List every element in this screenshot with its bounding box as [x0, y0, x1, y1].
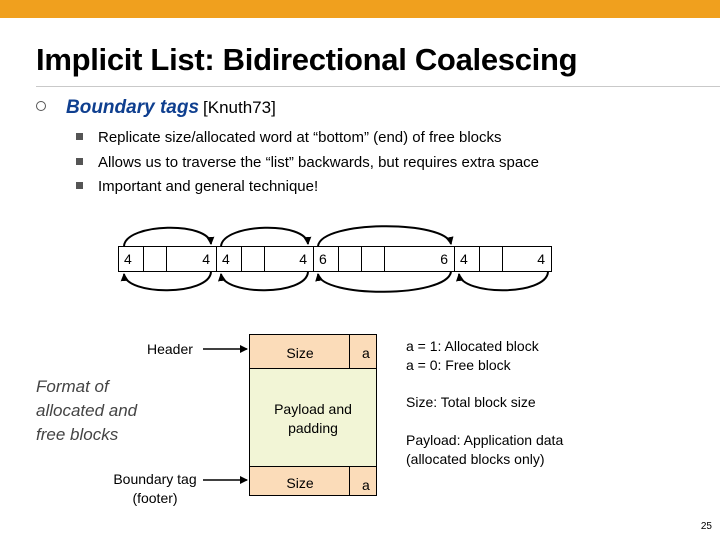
size-legend: Size: Total block size: [406, 394, 536, 410]
backward-link-arrow: [456, 271, 549, 292]
sub-bullet: Important and general technique!: [76, 178, 318, 195]
payload-legend-line: Payload: Application data: [406, 432, 564, 448]
footer-size-field: Size: [286, 475, 314, 491]
footer-alloc-bit: a: [362, 477, 370, 493]
header-word-box: Size a: [249, 334, 377, 369]
heap-word: 4: [118, 246, 144, 272]
bullet-emphasis: Boundary tags: [66, 97, 200, 118]
footer-word-box: Size a: [249, 466, 377, 496]
square-bullet-icon: [76, 182, 83, 189]
forward-link-arrow: [220, 226, 312, 247]
payload-legend: Payload: Application data (allocated blo…: [406, 431, 563, 469]
boundary-tag-line: (footer): [132, 490, 178, 506]
heap-word: 4: [454, 246, 480, 272]
format-caption: Format of allocated and free blocks: [36, 375, 137, 447]
payload-line: Payload and: [274, 401, 352, 417]
heap-word: 6: [384, 246, 455, 272]
field-divider: [349, 335, 350, 368]
sub-bullet: Allows us to traverse the “list” backwar…: [76, 154, 539, 171]
backward-link-arrow: [120, 271, 212, 292]
header-size-field: Size: [286, 345, 314, 361]
payload-text: Payload and padding: [250, 400, 376, 438]
boundary-tag-label: Boundary tag (footer): [100, 470, 210, 508]
field-divider: [349, 467, 350, 495]
slide-title: Implicit List: Bidirectional Coalescing: [36, 42, 578, 77]
heap-word: 4: [166, 246, 217, 272]
sub-bullet: Replicate size/allocated word at “bottom…: [76, 129, 502, 146]
main-bullet: Boundary tags[Knuth73]: [36, 97, 276, 119]
caption-line: allocated and: [36, 401, 138, 420]
square-bullet-icon: [76, 158, 83, 165]
title-divider: [36, 86, 720, 87]
alloc-legend: a = 1: Allocated block: [406, 338, 539, 354]
heap-word: 4: [502, 246, 552, 272]
boundary-tag-line: Boundary tag: [113, 471, 197, 487]
sub-bullet-text: Allows us to traverse the “list” backwar…: [98, 154, 540, 171]
heap-word: 6: [313, 246, 339, 272]
free-legend: a = 0: Free block: [406, 357, 511, 373]
header-label: Header: [147, 341, 193, 357]
ring-bullet-icon: [36, 101, 46, 111]
header-alloc-bit: a: [362, 345, 370, 361]
backward-link-arrow: [315, 271, 452, 293]
bullet-citation: [Knuth73]: [203, 98, 276, 117]
square-bullet-icon: [76, 133, 83, 140]
caption-line: free blocks: [36, 425, 119, 444]
backward-link-arrow: [218, 271, 309, 292]
sub-bullet-text: Important and general technique!: [98, 178, 319, 195]
top-accent-bar: [0, 0, 720, 18]
sub-bullet-text: Replicate size/allocated word at “bottom…: [98, 129, 502, 146]
page-number: 25: [700, 521, 712, 532]
heap-word: 4: [264, 246, 314, 272]
payload-box: Payload and padding: [249, 368, 377, 467]
heap-word: 4: [216, 246, 242, 272]
forward-link-arrow: [317, 225, 454, 247]
payload-line: padding: [288, 420, 338, 436]
heap-word: [143, 246, 167, 272]
forward-link-arrow: [123, 226, 215, 247]
payload-legend-line: (allocated blocks only): [406, 451, 545, 467]
caption-line: Format of: [36, 377, 109, 396]
